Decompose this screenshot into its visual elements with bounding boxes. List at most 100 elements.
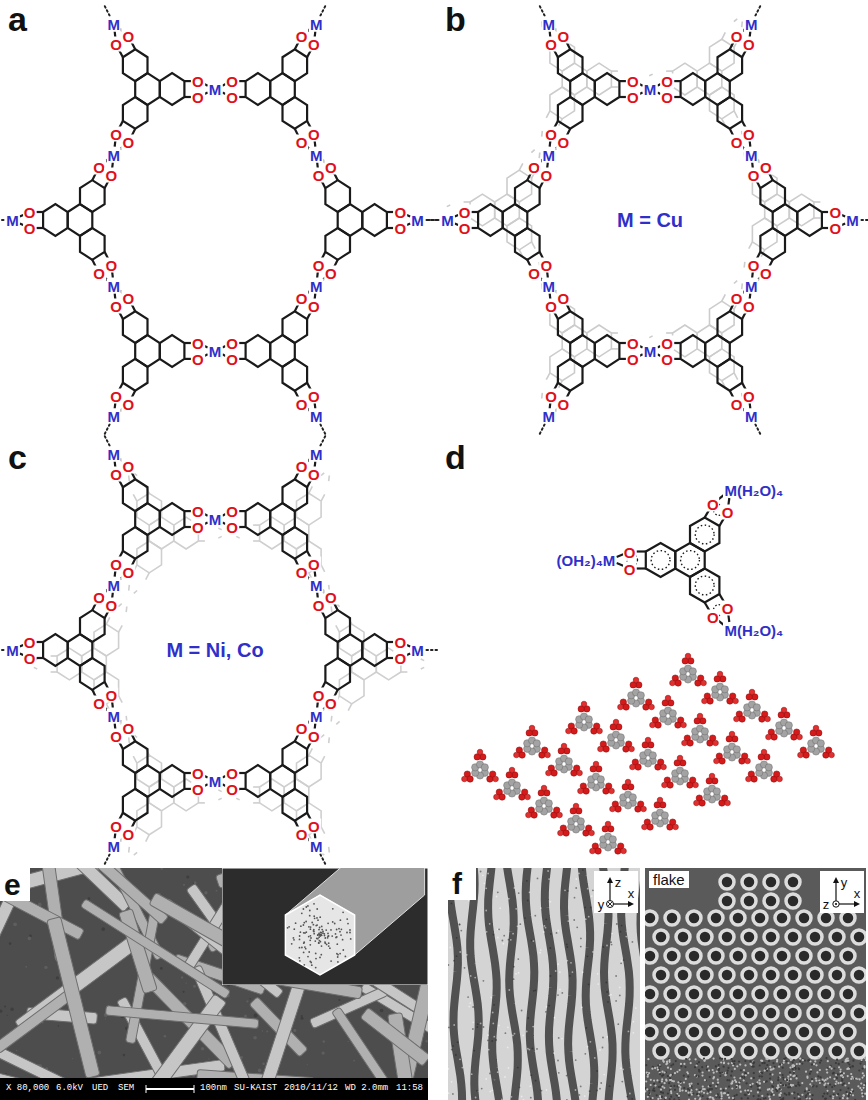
tem-noise	[567, 890, 569, 892]
tem-noise	[688, 1098, 690, 1100]
oxygen-ball	[571, 728, 577, 734]
tem-noise	[511, 1096, 513, 1098]
tem-noise	[574, 897, 576, 899]
benzene-ring	[283, 311, 308, 343]
benzene-ring	[595, 73, 620, 105]
pore-ring	[645, 1025, 657, 1039]
pore-dot	[305, 906, 307, 908]
water-ball	[781, 707, 787, 713]
dotted-bond	[540, 424, 545, 434]
tem-noise	[555, 970, 557, 972]
pore-ring	[830, 1006, 844, 1020]
pore-dot	[317, 934, 319, 936]
water-ball	[598, 746, 604, 752]
tem-noise	[535, 1080, 537, 1082]
tem-noise	[818, 1057, 820, 1059]
tem-noise	[739, 1085, 741, 1087]
sem-noise	[44, 966, 47, 969]
tem-noise	[597, 973, 599, 975]
tem-noise	[453, 1024, 455, 1026]
bond-line	[184, 80, 191, 82]
carbon-ball	[649, 752, 656, 759]
bond-line	[114, 833, 117, 839]
tem-noise	[846, 1097, 848, 1099]
bond-line	[239, 772, 246, 774]
benzene-ring	[80, 228, 105, 260]
tem-noise	[554, 1017, 556, 1019]
tem-noise	[623, 959, 625, 961]
pore-ring	[753, 987, 767, 1001]
pore-dot	[295, 922, 297, 924]
pore-dot	[330, 929, 332, 931]
carbon-ball	[629, 794, 636, 801]
tem-noise	[610, 994, 612, 996]
tem-noise	[474, 977, 476, 979]
tem-noise	[813, 1063, 815, 1065]
benzene-ring	[362, 634, 387, 666]
tem-noise	[840, 1082, 842, 1084]
tem-noise	[647, 1058, 649, 1060]
framework-b	[428, 6, 868, 434]
bond-line	[822, 211, 829, 213]
pore-ring	[742, 930, 756, 944]
water-ball	[477, 749, 483, 755]
tem-noise	[801, 1063, 803, 1065]
water-ball	[665, 695, 671, 701]
tem-noise	[559, 989, 561, 991]
bond-line	[472, 211, 479, 213]
benzene-ring	[283, 97, 308, 129]
carbon-ball	[637, 692, 644, 699]
tem-noise	[670, 1079, 672, 1081]
tem-noise	[811, 1085, 813, 1087]
benzene-ring	[297, 755, 322, 787]
pore-ring	[742, 894, 756, 908]
pore-dot	[315, 953, 317, 955]
tem-noise	[709, 1076, 711, 1078]
bond-line	[619, 96, 626, 98]
pore-dot	[316, 938, 318, 940]
tem-noise	[684, 1066, 686, 1068]
water-ball	[545, 752, 551, 758]
benzene-ring	[718, 49, 743, 81]
tem-noise	[611, 944, 613, 946]
water-ball	[685, 653, 691, 659]
tem-noise	[736, 1094, 738, 1096]
bond-line	[184, 772, 191, 774]
tem-noise	[507, 1047, 509, 1049]
pore-dot	[319, 934, 321, 936]
pore-dot	[303, 932, 305, 934]
tem-noise	[537, 878, 539, 880]
tem-noise	[681, 1089, 683, 1091]
bond-line	[316, 272, 319, 278]
tem-noise	[826, 1078, 828, 1080]
sem-noise	[28, 937, 32, 941]
bond-line	[611, 70, 618, 72]
tem-noise	[448, 1092, 449, 1094]
sem-noise	[266, 1030, 268, 1032]
carbon-ball	[609, 836, 616, 843]
tem-side-view	[448, 868, 640, 1100]
tem-noise	[606, 945, 608, 947]
benzene-ring	[80, 658, 105, 690]
bond-line	[128, 476, 130, 482]
bond-line	[336, 625, 340, 632]
pore-ring	[709, 987, 723, 1001]
tem-noise	[809, 1073, 811, 1075]
tem-noise	[629, 1093, 631, 1095]
pore-dot	[303, 964, 305, 966]
tem-background	[645, 868, 866, 1100]
water-ball	[697, 713, 703, 719]
pore-ring	[709, 1025, 723, 1039]
dotted-bond	[540, 6, 545, 16]
benzene-ring	[160, 73, 185, 105]
benzene-ring	[797, 204, 822, 236]
tem-noise	[649, 1092, 651, 1094]
benzene-ring	[246, 765, 271, 797]
bond-line	[253, 786, 260, 788]
pore-dot	[332, 921, 334, 923]
tem-noise	[602, 1037, 604, 1039]
tem-noise	[575, 878, 577, 880]
pore-ring	[665, 911, 679, 925]
tem-noise	[773, 1094, 775, 1096]
benzene-ring	[558, 97, 583, 129]
